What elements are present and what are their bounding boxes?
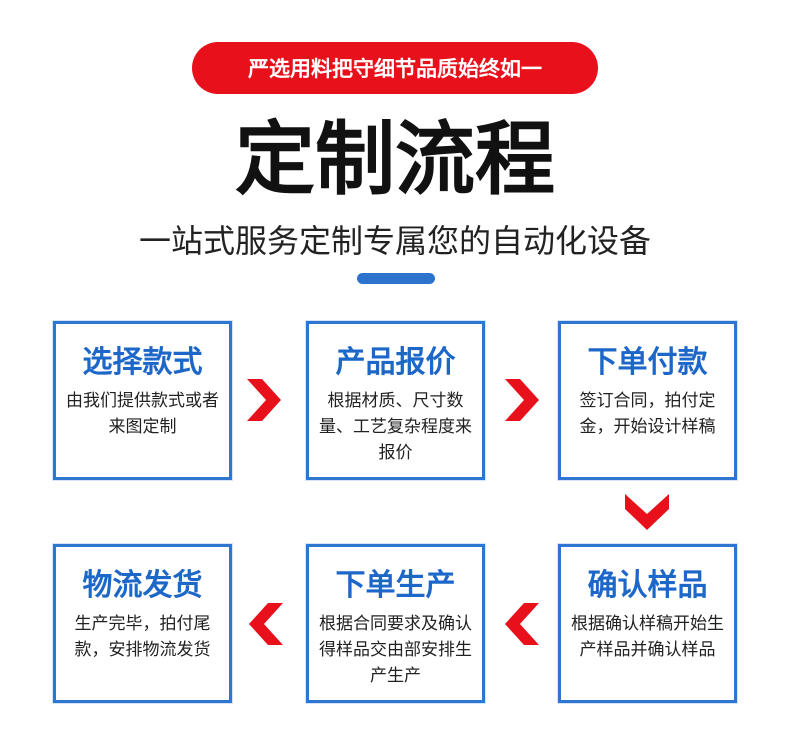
step-desc: 根据合同要求及确认得样品交由部安排生产生产 — [319, 614, 472, 686]
step-box-shipping: 物流发货 生产完毕，拍付尾款，安排物流发货 — [53, 544, 232, 703]
step-box-payment: 下单付款 签订合同，拍付定金，开始设计样稿 — [558, 321, 737, 480]
page-title: 定制流程 — [235, 113, 555, 206]
arrow-down-icon — [625, 494, 669, 530]
step-box-select-style: 选择款式 由我们提供款式或者来图定制 — [53, 321, 232, 480]
arrow-left-icon — [505, 603, 539, 645]
step-title: 下单付款 — [587, 345, 708, 380]
step-desc: 根据确认样稿开始生产样品并确认样品 — [571, 614, 724, 660]
step-desc: 根据材质、尺寸数量、工艺复杂程度来报价 — [319, 391, 472, 463]
title-underline — [357, 273, 435, 284]
arrow-right-icon — [505, 379, 539, 421]
slogan-text: 严选用料把守细节品质始终如一 — [248, 57, 542, 81]
step-title: 确认样品 — [587, 568, 708, 603]
step-title: 下单生产 — [335, 568, 456, 603]
step-title: 产品报价 — [335, 345, 456, 380]
arrow-left-icon — [249, 603, 283, 645]
step-title: 物流发货 — [82, 568, 203, 603]
step-desc: 由我们提供款式或者来图定制 — [66, 391, 219, 437]
step-box-production: 下单生产 根据合同要求及确认得样品交由部安排生产生产 — [306, 544, 485, 703]
slogan-badge: 严选用料把守细节品质始终如一 — [192, 42, 598, 94]
step-desc: 签订合同，拍付定金，开始设计样稿 — [579, 391, 716, 437]
step-box-quote: 产品报价 根据材质、尺寸数量、工艺复杂程度来报价 — [306, 321, 485, 480]
step-title: 选择款式 — [82, 345, 203, 380]
page-subtitle: 一站式服务定制专属您的自动化设备 — [138, 222, 651, 260]
arrow-right-icon — [247, 379, 281, 421]
step-desc: 生产完毕，拍付尾款，安排物流发货 — [74, 614, 211, 660]
step-box-confirm-sample: 确认样品 根据确认样稿开始生产样品并确认样品 — [558, 544, 737, 703]
